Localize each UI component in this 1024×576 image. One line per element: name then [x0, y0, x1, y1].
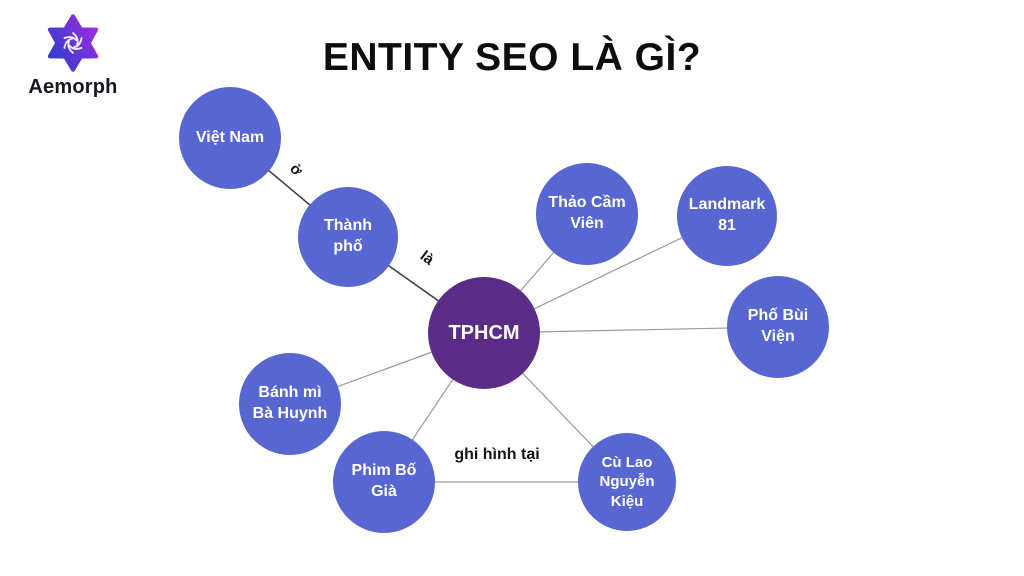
entity-node-cu-lao-nguyen-kieu: Cù Lao Nguyễn Kiệu [578, 433, 676, 531]
entity-node-pho-bui-vien: Phố Bùi Viện [727, 276, 829, 378]
entity-node-phim-bo-gia: Phim Bố Già [333, 431, 435, 533]
entity-node-banh-mi-ba-huynh: Bánh mì Bà Huynh [239, 353, 341, 455]
edge-label-la: là [416, 247, 438, 269]
entity-node-thao-cam-vien: Thảo Cầm Viên [536, 163, 638, 265]
aemorph-star-logo-icon [47, 14, 99, 72]
logo: Aemorph [18, 12, 128, 99]
logo-text: Aemorph [28, 76, 118, 98]
page-title: ENTITY SEO LÀ GÌ? [322, 36, 702, 79]
entity-node-thanh-pho: Thành phố [298, 187, 398, 287]
entity-node-viet-nam: Việt Nam [179, 87, 281, 189]
entity-node-landmark-81: Landmark 81 [677, 166, 777, 266]
edge-label-o: ở [286, 160, 306, 180]
entity-node-tphcm: TPHCM [428, 277, 540, 389]
edge-label-ghi-hinh-tai: ghi hình tại [454, 446, 540, 463]
